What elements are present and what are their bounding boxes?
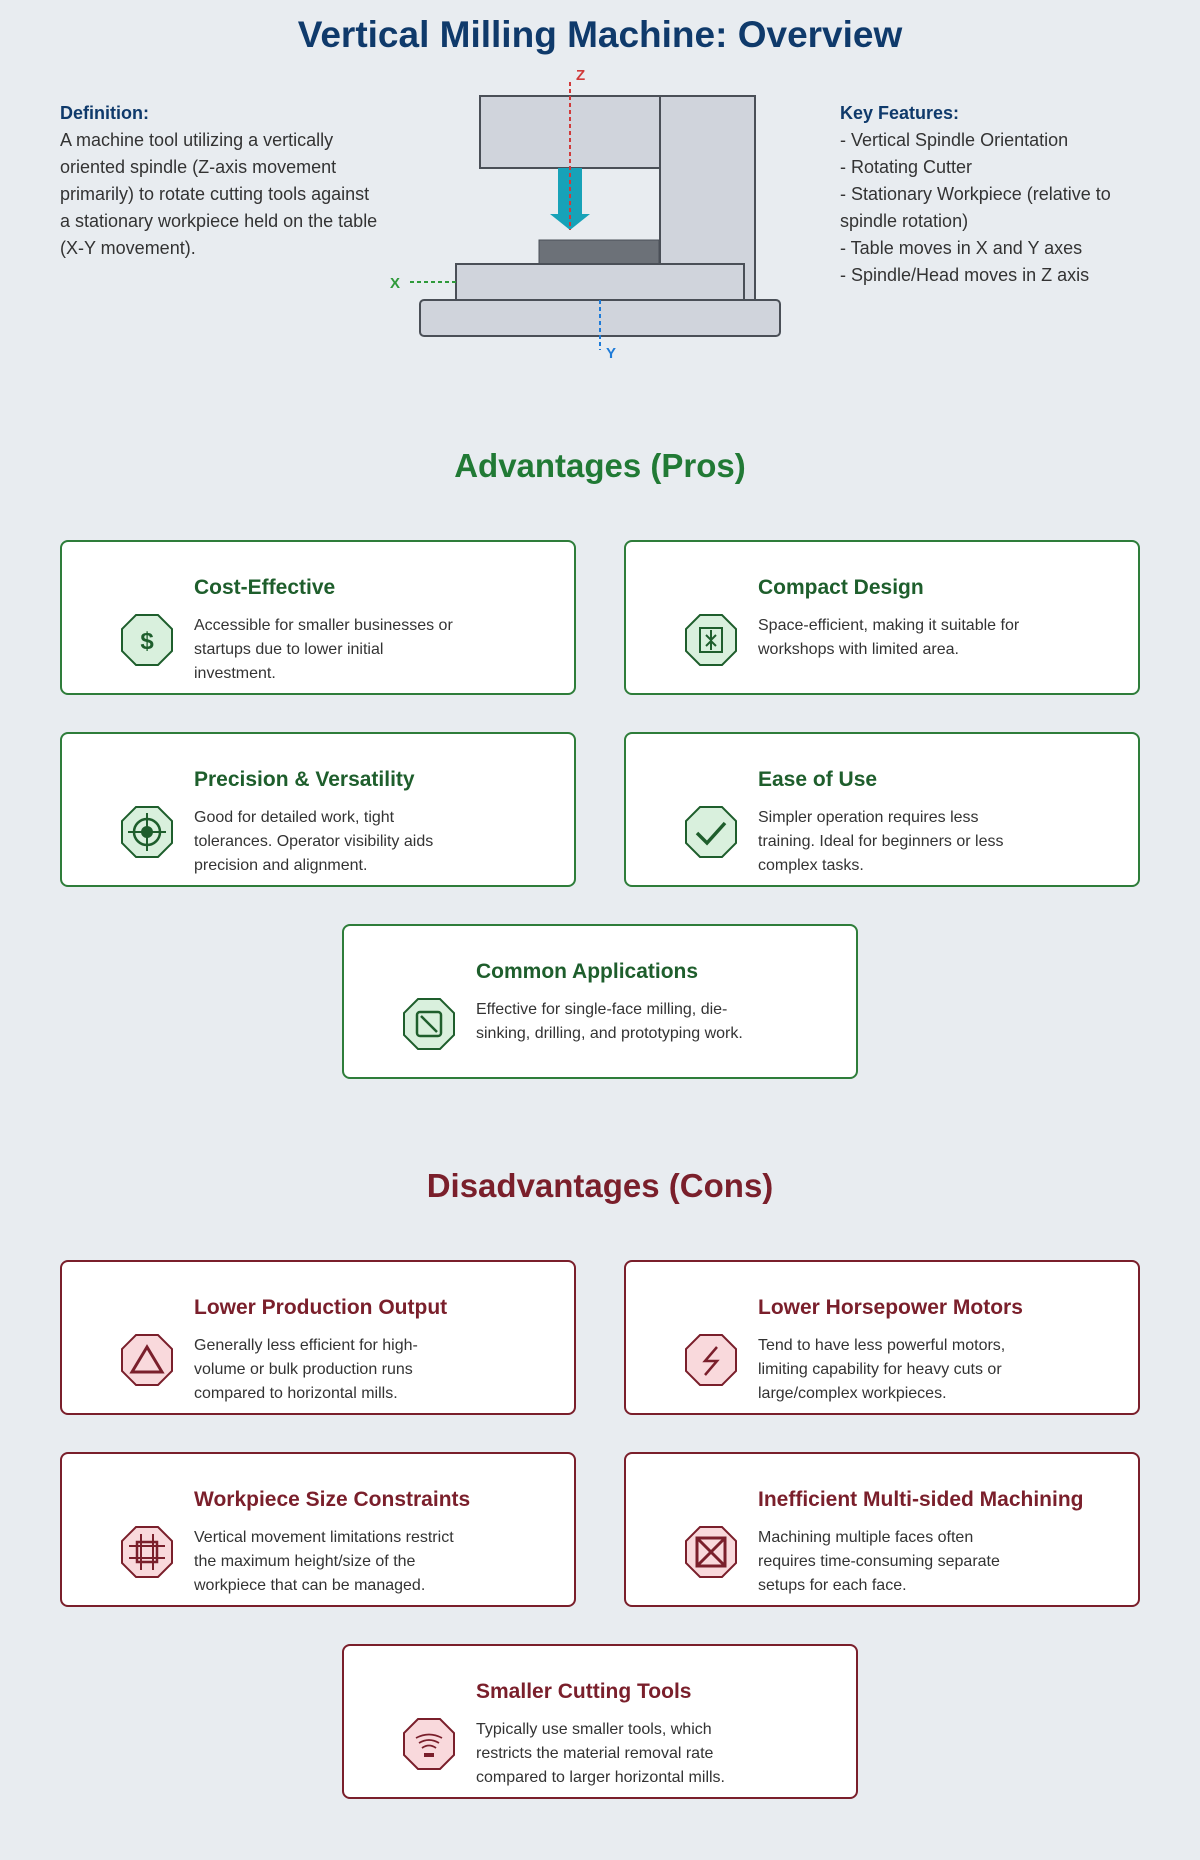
definition-label: Definition:	[60, 103, 149, 123]
lightning-icon	[685, 1334, 737, 1386]
pro-card-ease-of-use: Ease of Use Simpler operation requires l…	[624, 732, 1140, 887]
pro-card-compact-design: Compact Design Space-efficient, making i…	[624, 540, 1140, 695]
card-text: Machining multiple faces often requires …	[758, 1529, 1000, 1594]
card-text: Space-efficient, making it suitable for …	[758, 617, 1020, 658]
pros-section-title: Advantages (Pros)	[454, 447, 746, 484]
definition-block: Definition: A machine tool utilizing a v…	[60, 100, 380, 262]
card-title: Lower Production Output	[194, 1296, 448, 1319]
key-features-list: - Vertical Spindle Orientation - Rotatin…	[840, 127, 1170, 289]
definition-text: A machine tool utilizing a vertically or…	[60, 130, 378, 258]
pro-card-precision: Precision & Versatility Good for detaile…	[60, 732, 576, 887]
card-text: Vertical movement limitations restrict t…	[194, 1529, 454, 1594]
card-title: Compact Design	[758, 576, 924, 599]
card-title: Ease of Use	[758, 768, 878, 791]
card-text: Accessible for smaller businesses or sta…	[194, 617, 453, 682]
target-icon	[121, 806, 173, 858]
card-title: Precision & Versatility	[194, 768, 415, 791]
card-title: Cost-Effective	[194, 576, 336, 599]
pro-card-applications: Common Applications Effective for single…	[342, 924, 858, 1079]
card-text: Effective for single-face milling, die-s…	[476, 1001, 743, 1042]
milling-machine-diagram: Z X Y	[390, 67, 781, 362]
key-features-block: Key Features: - Vertical Spindle Orienta…	[840, 100, 1170, 289]
crossed-box-icon	[685, 1526, 737, 1578]
card-title: Workpiece Size Constraints	[194, 1488, 471, 1511]
checkmark-icon	[685, 806, 737, 858]
card-text: Typically use smaller tools, which restr…	[476, 1721, 725, 1786]
card-text: Generally less efficient for high-volume…	[194, 1337, 418, 1402]
workpiece	[538, 239, 660, 265]
compact-icon	[685, 614, 737, 666]
key-feature-item: - Vertical Spindle Orientation	[840, 130, 1069, 150]
card-text: Simpler operation requires less training…	[758, 809, 1004, 874]
size-limit-icon	[121, 1526, 173, 1578]
svg-text:$: $	[140, 628, 154, 655]
application-icon	[403, 998, 455, 1050]
card-title: Lower Horsepower Motors	[758, 1296, 1023, 1319]
con-card-cutting-tools: Smaller Cutting Tools Typically use smal…	[342, 1644, 858, 1799]
small-tool-icon	[403, 1718, 455, 1770]
con-card-horsepower: Lower Horsepower Motors Tend to have les…	[624, 1260, 1140, 1415]
dollar-icon: $	[121, 614, 173, 666]
card-title: Smaller Cutting Tools	[476, 1680, 692, 1703]
card-title: Inefficient Multi-sided Machining	[758, 1488, 1084, 1511]
x-axis-label: X	[390, 275, 400, 292]
card-title: Common Applications	[476, 960, 699, 983]
y-axis-label: Y	[606, 345, 616, 362]
key-feature-item: - Stationary Workpiece (relative to spin…	[840, 184, 1111, 231]
page-title: Vertical Milling Machine: Overview	[297, 14, 903, 55]
card-text: Good for detailed work, tight tolerances…	[194, 809, 434, 874]
key-features-label: Key Features:	[840, 103, 960, 123]
key-feature-item: - Spindle/Head moves in Z axis	[840, 265, 1090, 285]
card-text: Tend to have less powerful motors, limit…	[758, 1337, 1006, 1402]
con-card-multi-sided: Inefficient Multi-sided Machining Machin…	[624, 1452, 1140, 1607]
machine-table	[455, 263, 745, 301]
z-axis-label: Z	[576, 67, 585, 84]
con-card-size-constraints: Workpiece Size Constraints Vertical move…	[60, 1452, 576, 1607]
cons-section-title: Disadvantages (Cons)	[426, 1167, 774, 1204]
key-feature-item: - Table moves in X and Y axes	[840, 238, 1083, 258]
warning-triangle-icon	[121, 1334, 173, 1386]
key-feature-item: - Rotating Cutter	[840, 157, 973, 177]
pro-card-cost-effective: $ Cost-Effective Accessible for smaller …	[60, 540, 576, 695]
con-card-production-output: Lower Production Output Generally less e…	[60, 1260, 576, 1415]
